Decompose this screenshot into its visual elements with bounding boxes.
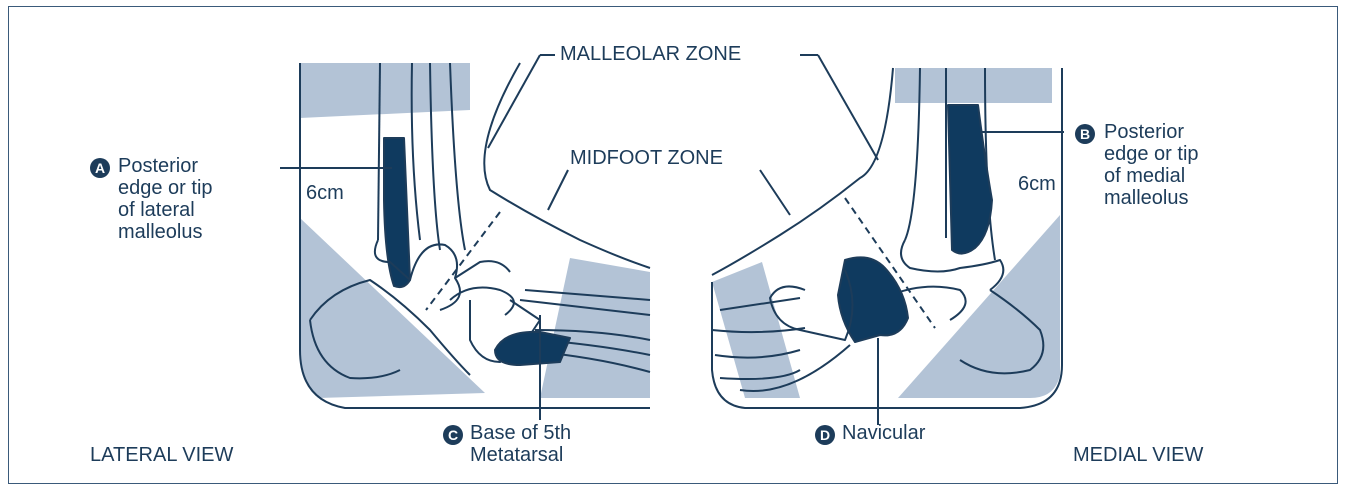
malleolar-zone-label: MALLEOLAR ZONE: [556, 43, 745, 65]
fifth-metatarsal-base: [495, 332, 570, 365]
callout-b-badge: B: [1075, 124, 1095, 144]
lateral-forefoot-shaded: [540, 258, 650, 398]
medial-view-label: MEDIAL VIEW: [1073, 444, 1203, 466]
lateral-malleolus: [384, 138, 410, 287]
medial-dorsum: [712, 68, 893, 275]
midfoot-zone-label: MIDFOOT ZONE: [566, 147, 727, 169]
lateral-foot: [280, 55, 650, 420]
lateral-6cm-label: 6cm: [306, 182, 344, 204]
callout-d-text: Navicular: [842, 422, 925, 444]
medial-foot: [712, 55, 1064, 425]
callout-c-text: Base of 5th Metatarsal: [470, 422, 571, 466]
callout-a-text: Posterior edge or tip of lateral malleol…: [118, 155, 213, 243]
lateral-view-label: LATERAL VIEW: [90, 444, 233, 466]
medial-6cm-label: 6cm: [1018, 173, 1056, 195]
callout-b-text: Posterior edge or tip of medial malleolu…: [1104, 121, 1199, 209]
callout-c-badge: C: [443, 425, 463, 445]
callout-a-badge: A: [90, 158, 110, 178]
callout-d-badge: D: [815, 425, 835, 445]
lateral-shin-shaded: [300, 63, 470, 118]
